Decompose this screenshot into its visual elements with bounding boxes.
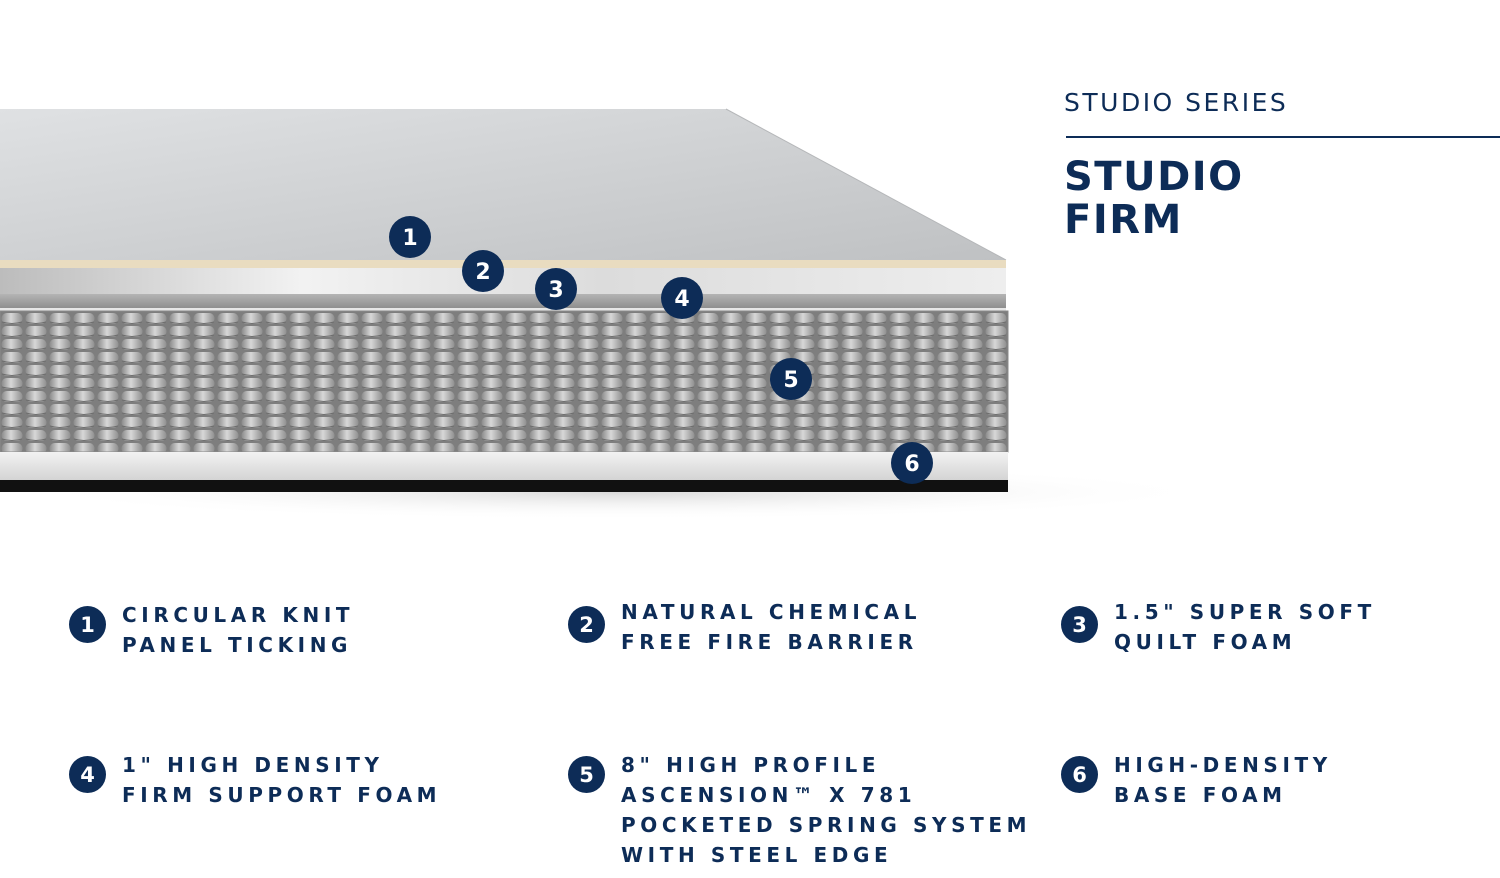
legend-badge-3: 3 [1061, 606, 1098, 643]
model-name-line-1: STUDIO [1064, 154, 1244, 200]
callout-4-label: 4 [674, 287, 689, 312]
callout-6-label: 6 [904, 452, 919, 477]
legend-text-line: FIRM SUPPORT FOAM [122, 783, 442, 807]
callout-2: 2 [462, 250, 504, 292]
model-name: STUDIO FIRM [1064, 156, 1364, 242]
callout-5-label: 5 [783, 368, 798, 393]
legend-text-6: HIGH-DENSITY BASE FOAM [1114, 750, 1332, 810]
legend-text-line: NATURAL CHEMICAL [621, 600, 922, 624]
callout-4: 4 [661, 277, 703, 319]
legend-text-line: POCKETED SPRING SYSTEM [621, 813, 1032, 837]
legend-text-line: 1.5" SUPER SOFT [1114, 600, 1376, 624]
legend-text-2: NATURAL CHEMICAL FREE FIRE BARRIER [621, 597, 921, 657]
pocketed-coil-layer [0, 311, 1008, 452]
series-title: STUDIO SERIES [1064, 88, 1289, 117]
base-foam-layer [0, 452, 1008, 480]
callout-3: 3 [535, 268, 577, 310]
mattress-cross-section: 1 2 3 4 5 6 [0, 108, 1220, 520]
base-bottom [0, 480, 1008, 492]
legend-badge-5: 5 [568, 756, 605, 793]
legend-badge-6: 6 [1061, 756, 1098, 793]
legend-badge-1: 1 [69, 606, 106, 643]
top-panel [0, 109, 1006, 260]
legend-text-line: BASE FOAM [1114, 783, 1287, 807]
legend-text-3: 1.5" SUPER SOFT QUILT FOAM [1114, 597, 1376, 657]
legend-text-line: QUILT FOAM [1114, 630, 1297, 654]
fire-barrier-layer [0, 260, 1006, 268]
legend-text-line: ASCENSION™ X 781 [621, 783, 917, 807]
legend-text-1: CIRCULAR KNIT PANEL TICKING [122, 600, 354, 660]
callout-6: 6 [891, 442, 933, 484]
legend-text-line: FREE FIRE BARRIER [621, 630, 918, 654]
model-name-line-2: FIRM [1064, 197, 1183, 243]
legend-text-line: PANEL TICKING [122, 633, 353, 657]
legend-text-4: 1" HIGH DENSITY FIRM SUPPORT FOAM [122, 750, 441, 810]
legend-text-line: WITH STEEL EDGE [621, 843, 893, 867]
callout-1: 1 [389, 216, 431, 258]
support-foam-layer [0, 294, 1006, 308]
legend-text-line: CIRCULAR KNIT [122, 603, 355, 627]
series-divider [1066, 136, 1500, 138]
legend-badge-4: 4 [69, 756, 106, 793]
legend-text-line: 8" HIGH PROFILE [621, 753, 881, 777]
legend-text-5: 8" HIGH PROFILE ASCENSION™ X 781 POCKETE… [621, 750, 1031, 870]
legend-text-line: HIGH-DENSITY [1114, 753, 1332, 777]
callout-3-label: 3 [548, 278, 563, 303]
legend-text-line: 1" HIGH DENSITY [122, 753, 384, 777]
callout-2-label: 2 [475, 260, 490, 285]
legend-badge-2: 2 [568, 606, 605, 643]
top-panel-edge [725, 108, 1007, 261]
callout-1-label: 1 [402, 226, 417, 251]
callout-5: 5 [770, 358, 812, 400]
